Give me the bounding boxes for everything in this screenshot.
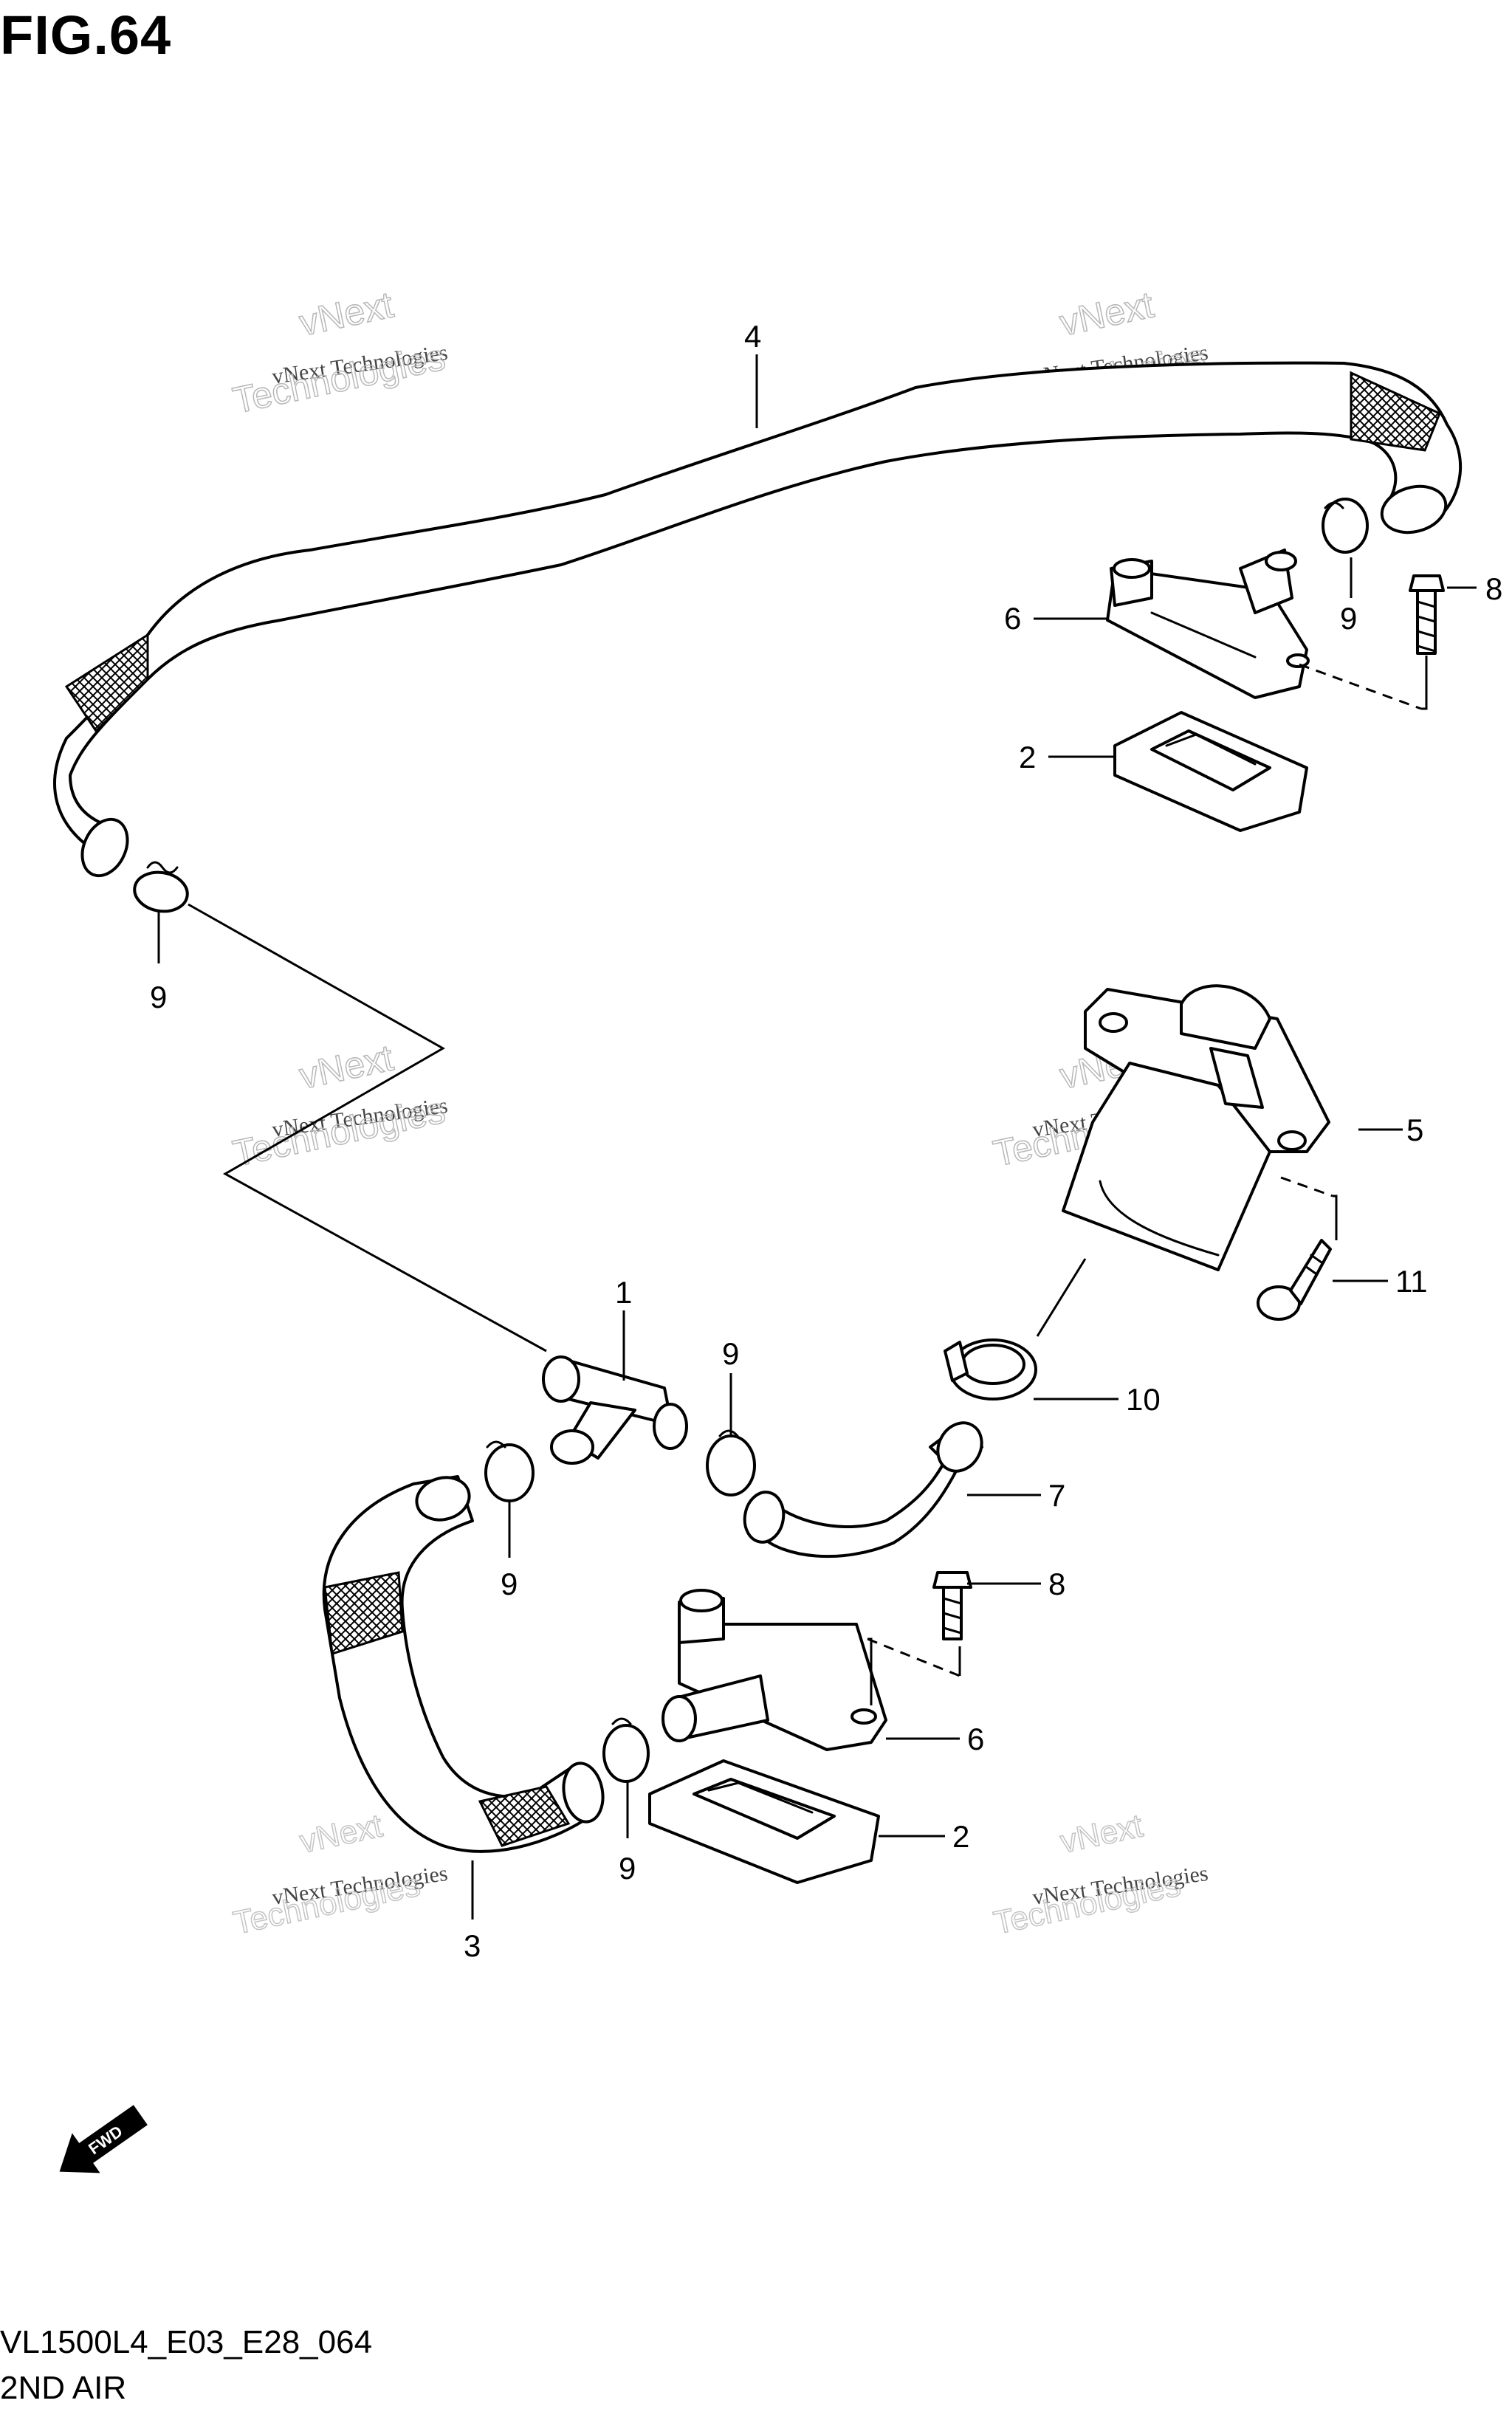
part-8-bottom-bolt — [932, 1571, 972, 1640]
callout-5: 5 — [1406, 1113, 1423, 1147]
part-2-top-gasket — [1113, 711, 1308, 832]
clamp-9-center-left — [484, 1440, 535, 1502]
callout-9-top-right: 9 — [1340, 601, 1357, 636]
callout-9-left: 9 — [150, 980, 167, 1014]
callout-2-bottom: 2 — [952, 1819, 969, 1854]
callout-numbers: 4 6 2 8 9 9 5 11 1 9 10 7 9 8 6 2 9 3 — [150, 319, 1502, 1963]
diagram-code: VL1500L4_E03_E28_064 — [0, 2324, 373, 2360]
svg-text:vNext: vNext — [296, 283, 397, 343]
callout-6-bottom: 6 — [967, 1722, 984, 1756]
callout-7: 7 — [1048, 1478, 1065, 1513]
callout-9-bottom: 9 — [619, 1851, 636, 1886]
callout-6-top: 6 — [1004, 601, 1021, 636]
part-5-air-valve — [1062, 984, 1330, 1271]
part-1-tee-joint — [542, 1355, 688, 1465]
clamp-9-center — [706, 1429, 756, 1496]
part-6-bottom-cover — [662, 1589, 887, 1751]
part-2-bottom-gasket — [648, 1759, 880, 1884]
callout-1: 1 — [615, 1275, 632, 1310]
callout-10: 10 — [1126, 1382, 1161, 1417]
watermark-mid-left: vNext Technologies vNext Technologies — [229, 1037, 450, 1175]
callout-9-center: 9 — [722, 1336, 739, 1371]
svg-text:vNext: vNext — [1057, 1807, 1146, 1860]
watermark-bottom-right: vNext Technologies vNext Technologies — [990, 1807, 1209, 1942]
part-7-elbow-hose — [743, 1421, 983, 1558]
svg-text:vNext: vNext — [296, 1037, 397, 1096]
callout-11: 11 — [1395, 1264, 1428, 1299]
svg-text:vNext: vNext — [297, 1807, 385, 1860]
part-11-screw — [1257, 1239, 1332, 1321]
callout-9-center-left: 9 — [501, 1567, 518, 1601]
figure-title: FIG.64 — [0, 4, 172, 66]
part-8-top-bolt — [1409, 574, 1445, 655]
part-10-hose-clamp — [944, 1338, 1037, 1400]
callout-2-top: 2 — [1019, 740, 1036, 774]
svg-text:vNext: vNext — [1056, 283, 1158, 343]
part-4-long-hose — [53, 361, 1463, 878]
callout-8-bottom: 8 — [1048, 1567, 1065, 1601]
callout-8-top: 8 — [1485, 571, 1502, 606]
svg-text:Technologies: Technologies — [230, 1089, 449, 1174]
clamp-9-top-right — [1322, 498, 1369, 554]
svg-text:Technologies: Technologies — [230, 336, 449, 421]
fwd-arrow-icon: FWD — [59, 2105, 148, 2173]
leader-lines — [157, 354, 1477, 1920]
clamp-9-bottom — [602, 1717, 650, 1783]
diagram-name: 2ND AIR — [0, 2370, 127, 2406]
callout-4: 4 — [744, 319, 761, 354]
part-3-u-hose — [322, 1475, 605, 1853]
part-6-top-cover — [1106, 549, 1310, 699]
clamp-9-left — [133, 861, 189, 913]
callout-3: 3 — [464, 1928, 481, 1963]
watermark-top-left: vNext Technologies vNext Technologies — [229, 283, 450, 422]
